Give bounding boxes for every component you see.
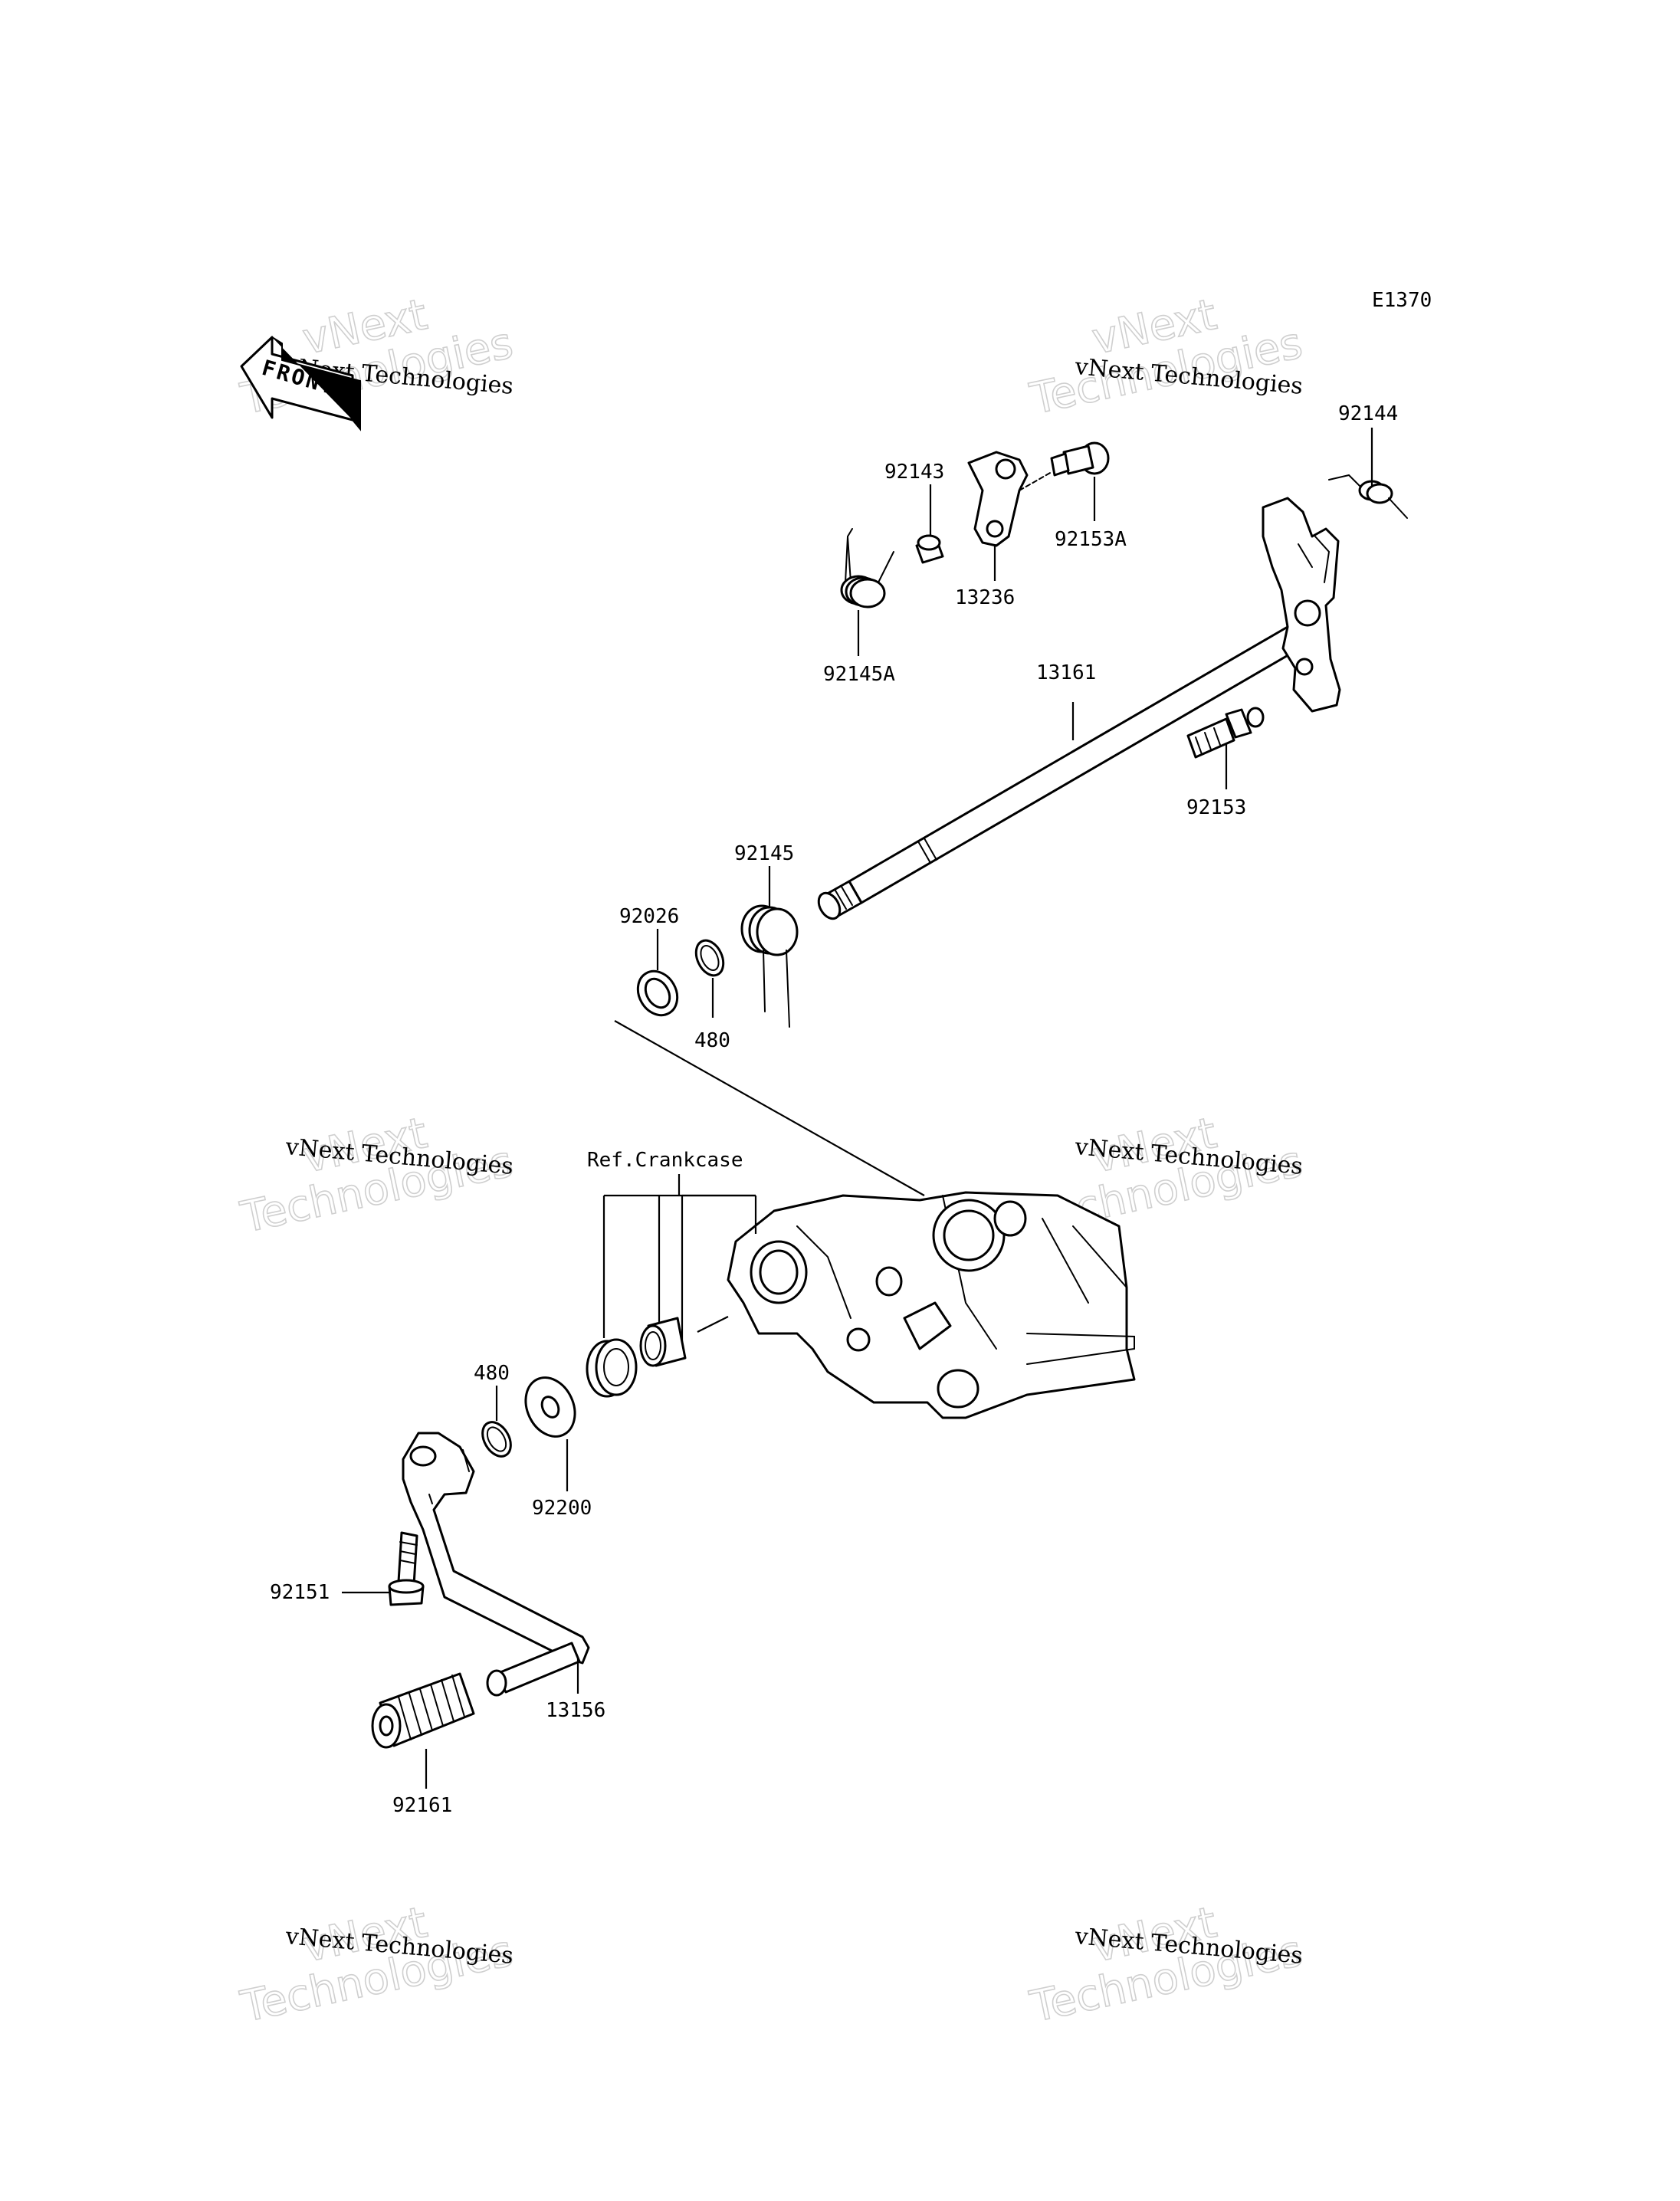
washer-92026[interactable] [630,964,685,1022]
leader-lines [342,428,1373,1789]
label-92144[interactable]: 92144 [1338,402,1398,425]
label-92161[interactable]: 92161 [392,1794,452,1817]
label-92145A[interactable]: 92145A [823,663,895,686]
circlip-480-lower[interactable] [477,1417,517,1461]
assembly-line [614,1020,925,1196]
shift-shaft[interactable] [815,497,1341,923]
label-92153A[interactable]: 92153A [1055,528,1127,551]
crankcase-ref [727,1191,1136,1419]
bolt-92153[interactable] [1186,707,1265,759]
watermark-bottom-left: vNext Technologies vNext Technologies [236,1897,518,2032]
diagram-code: E1370 [1372,289,1432,312]
part-labels: 92144 92143 92153A 13236 92145A 13161 92… [270,402,1398,1817]
label-ref-crankcase: Ref.Crankcase [587,1149,743,1172]
watermark-top-right: vNext Technologies vNext Technologies [1025,289,1308,425]
washer-92200[interactable] [517,1369,584,1445]
needle-bearing[interactable] [639,1316,729,1367]
watermarks: vNext Technologies vNext Technologies vN… [236,289,1308,2032]
collar-92143[interactable] [915,534,944,564]
lever-13236[interactable] [967,451,1029,547]
label-92145[interactable]: 92145 [734,842,794,865]
label-92143[interactable]: 92143 [884,461,944,484]
label-480-lower[interactable]: 480 [474,1362,510,1385]
spring-92145[interactable] [740,904,799,1028]
bolt-92151[interactable] [388,1531,425,1606]
ref-bracket [602,1174,757,1350]
spring-92144[interactable] [1328,474,1408,519]
label-480-upper[interactable]: 480 [694,1029,730,1052]
label-92026[interactable]: 92026 [619,905,679,928]
circlip-480-upper[interactable] [691,936,728,979]
pedal-rubber-92161[interactable] [371,1672,475,1749]
bolt-92153A[interactable] [1019,441,1110,491]
oil-seal[interactable] [586,1338,638,1398]
label-13156[interactable]: 13156 [546,1699,605,1722]
shift-pedal-13156[interactable] [402,1432,590,1697]
label-92151[interactable]: 92151 [270,1581,330,1604]
watermark-mid-left: vNext Technologies vNext Technologies [236,1107,518,1243]
label-92153[interactable]: 92153 [1186,796,1246,819]
label-92200[interactable]: 92200 [532,1497,592,1520]
label-13161[interactable]: 13161 [1036,661,1096,684]
watermark-bottom-right: vNext Technologies vNext Technologies [1025,1897,1308,2032]
spring-92145A[interactable] [840,528,894,608]
label-13236[interactable]: 13236 [955,586,1015,609]
